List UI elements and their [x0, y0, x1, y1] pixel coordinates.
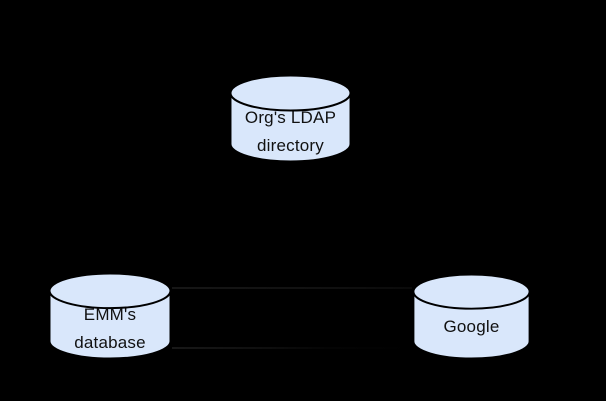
node-google: Google [412, 273, 531, 360]
node-emm-database: EMM's database [48, 272, 172, 360]
node-google-label: Google [412, 313, 531, 341]
node-ldap-label-line1: Org's LDAP [244, 108, 337, 127]
connector-emm-to-google-lower [172, 347, 412, 349]
database-cylinder-icon [48, 272, 172, 360]
node-emm-label-line1: EMM's [83, 305, 137, 324]
connector-emm-to-google-upper [172, 287, 412, 289]
node-google-label-line1: Google [443, 317, 500, 336]
node-ldap-label-line2: directory [257, 136, 324, 155]
database-cylinder-icon [412, 273, 531, 360]
node-ldap-directory: Org's LDAP directory [229, 74, 352, 163]
database-cylinder-icon [229, 74, 352, 163]
node-emm-label: EMM's database [48, 301, 172, 357]
node-emm-label-line2: database [74, 333, 146, 352]
node-ldap-label: Org's LDAP directory [229, 104, 352, 160]
